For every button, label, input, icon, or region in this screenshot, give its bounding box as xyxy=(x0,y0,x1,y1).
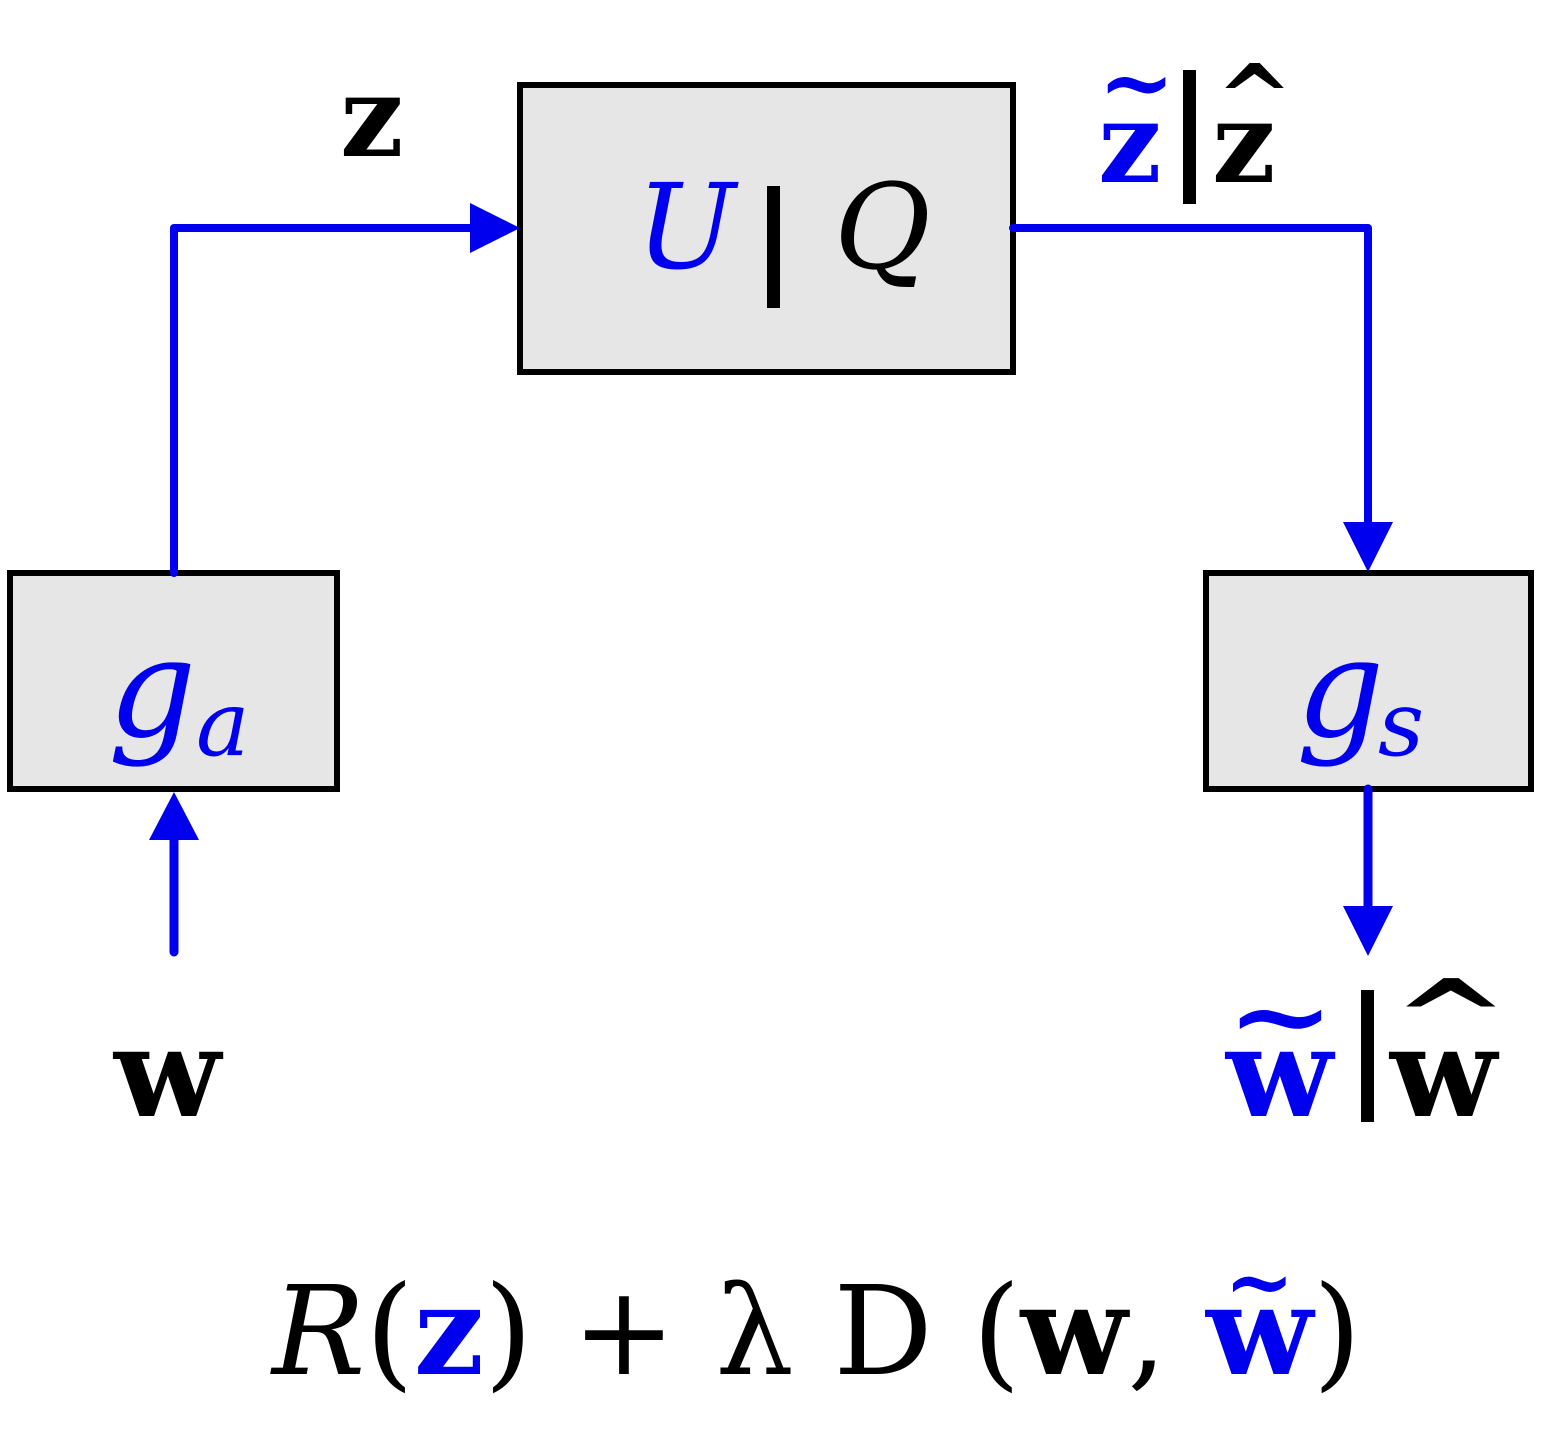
paren: ) xyxy=(1312,1260,1362,1404)
tilde-accent: ~ xyxy=(1224,1232,1295,1331)
synthesis-subscript: s xyxy=(1378,672,1425,777)
output-arrow xyxy=(1343,784,1393,956)
analysis-box xyxy=(7,570,340,792)
hat-accent: ^ xyxy=(1216,44,1294,152)
latent-rounded-label: z xyxy=(1212,78,1276,209)
analysis-g-label: g xyxy=(108,608,197,769)
latent-noisy-label: z xyxy=(1098,78,1162,209)
synthesis-g-label: g xyxy=(1296,608,1385,769)
hat-accent: ^ xyxy=(1392,956,1510,1079)
input-label: w xyxy=(114,1001,221,1146)
latent-label: z xyxy=(340,52,404,183)
output-rounded-label: w xyxy=(1390,1001,1497,1146)
paren: ( xyxy=(972,1260,1021,1404)
analysis-subscript: a xyxy=(196,672,250,777)
tilde-accent: ~ xyxy=(1098,28,1176,136)
objective-formula: R(z) + λ D (w, w~) xyxy=(272,1240,1361,1395)
paren: ( xyxy=(365,1260,414,1404)
quantizer-q-label: Q xyxy=(834,158,931,296)
rate-symbol: R xyxy=(272,1260,366,1404)
comma: , xyxy=(1127,1260,1167,1404)
latent-separator xyxy=(1183,70,1196,204)
objective-output-wrap: w~ xyxy=(1206,1240,1313,1394)
input-arrow xyxy=(149,792,199,957)
objective-input: w xyxy=(1020,1259,1128,1404)
distortion-symbol: D xyxy=(833,1260,933,1404)
output-separator xyxy=(1361,990,1374,1122)
quantizer-separator xyxy=(767,186,780,308)
lambda-symbol: λ xyxy=(715,1260,794,1404)
plus-sign: + xyxy=(572,1260,676,1404)
paren: ) xyxy=(484,1260,533,1404)
objective-latent: z xyxy=(413,1259,485,1404)
quantizer-box xyxy=(517,82,1016,375)
quantized-latent-arrow xyxy=(1009,224,1393,572)
output-noisy-label: w xyxy=(1226,1001,1333,1146)
tilde-accent: ~ xyxy=(1226,954,1335,1077)
objective-output: w xyxy=(1206,1259,1313,1404)
quantizer-u-label: U xyxy=(636,158,736,296)
latent-arrow xyxy=(170,203,520,577)
